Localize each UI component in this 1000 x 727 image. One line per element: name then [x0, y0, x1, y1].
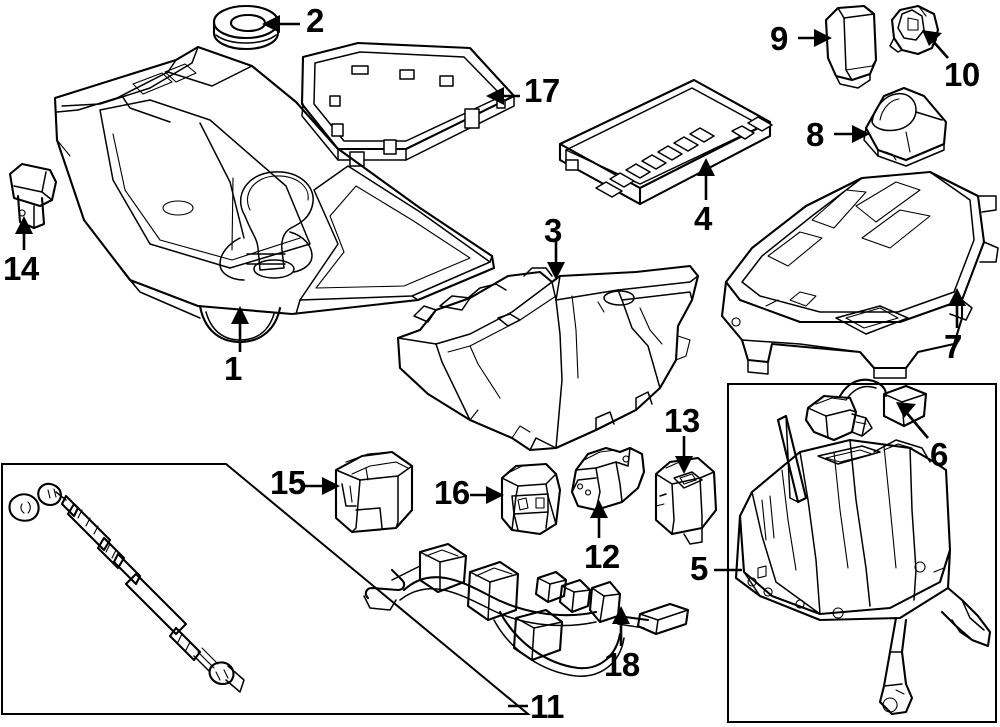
- part-console-main-body: [53, 45, 496, 344]
- part-console-upper-trim-bezel: [300, 41, 516, 167]
- callout-label-13[interactable]: 13: [664, 402, 700, 439]
- part-shift-control-cable: [8, 482, 245, 693]
- part-shift-knob-bracket: [889, 4, 940, 56]
- callout-label-3[interactable]: 3: [544, 212, 562, 249]
- callout-label-12[interactable]: 12: [584, 538, 620, 575]
- callout-label-5[interactable]: 5: [690, 550, 708, 587]
- callout-label-1[interactable]: 1: [224, 350, 242, 387]
- callout-leaders: [15, 15, 966, 708]
- callout-label-18[interactable]: 18: [604, 646, 640, 683]
- part-console-lower-tray: [396, 264, 700, 452]
- callout-label-17[interactable]: 17: [524, 72, 560, 109]
- shifter-group-box: [727, 383, 997, 723]
- part-console-side-switch: [8, 162, 58, 236]
- part-shift-boot-bezel: [863, 86, 948, 167]
- part-shift-lock-solenoid-wire: [804, 378, 928, 442]
- callout-label-4[interactable]: 4: [694, 200, 712, 237]
- part-window-switch-panel: [570, 446, 646, 512]
- part-shift-control-assembly: [734, 414, 992, 716]
- callout-label-14[interactable]: 14: [3, 250, 39, 287]
- callout-label-2[interactable]: 2: [306, 2, 324, 39]
- part-console-switch-large: [334, 450, 414, 534]
- callout-label-16[interactable]: 16: [434, 474, 470, 511]
- callout-label-15[interactable]: 15: [270, 464, 306, 501]
- part-console-switch-small: [500, 462, 562, 536]
- cable-group-box: [1, 463, 531, 715]
- part-console-lid-panel: [558, 78, 773, 206]
- callout-label-9[interactable]: 9: [770, 20, 788, 57]
- callout-label-6[interactable]: 6: [930, 436, 948, 473]
- part-console-rear-trim-cover: [824, 4, 878, 89]
- callout-label-11[interactable]: 11: [530, 688, 564, 725]
- part-console-cap-grommet: [212, 4, 280, 51]
- part-console-switch-module: [654, 456, 718, 545]
- callout-label-8[interactable]: 8: [806, 116, 824, 153]
- callout-label-10[interactable]: 10: [944, 56, 980, 93]
- callout-label-7[interactable]: 7: [944, 328, 962, 365]
- part-console-armrest-lid: [720, 170, 999, 379]
- part-console-wire-harness: [363, 542, 690, 677]
